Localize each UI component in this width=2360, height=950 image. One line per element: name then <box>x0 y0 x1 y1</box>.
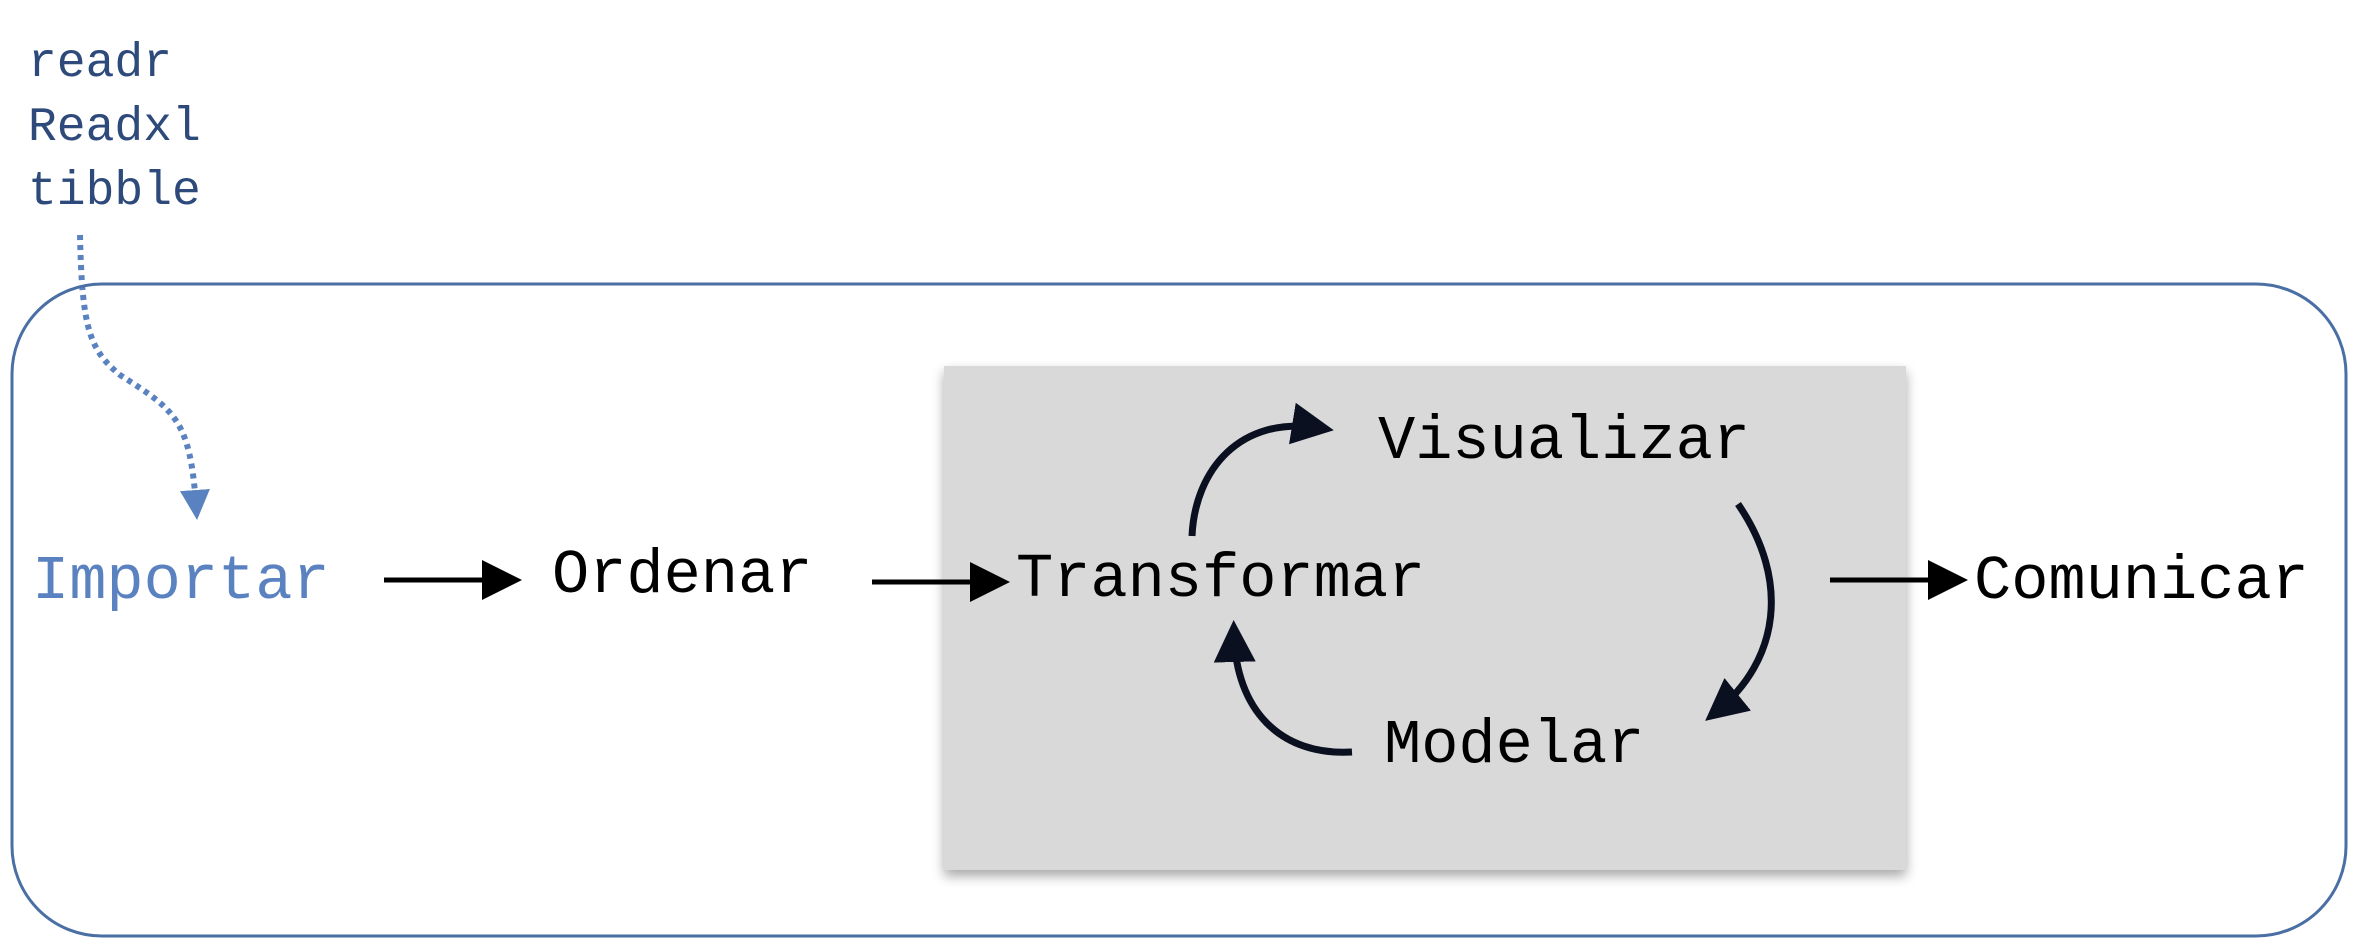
arrow-model-to-transform <box>1213 620 1353 756</box>
step-transform: Transformar <box>1016 544 1425 615</box>
program-frame <box>10 282 2348 938</box>
package-readr: readr <box>28 37 172 91</box>
step-model: Modelar <box>1384 710 1644 781</box>
package-to-import-dotted-arrow <box>77 234 210 520</box>
package-readxl: Readxl <box>28 101 201 155</box>
step-visualize: Visualizar <box>1378 406 1750 477</box>
package-tibble: tibble <box>28 165 201 219</box>
step-import: Importar <box>32 546 330 617</box>
arrow-transform-to-visualize <box>1188 402 1334 537</box>
arrow-visualize-to-model <box>1705 502 1775 721</box>
understand-box <box>944 366 1906 870</box>
step-tidy: Ordenar <box>552 540 812 611</box>
step-communicate: Comunicar <box>1974 546 2309 617</box>
package-list: readr Readxl tibble <box>28 37 201 219</box>
